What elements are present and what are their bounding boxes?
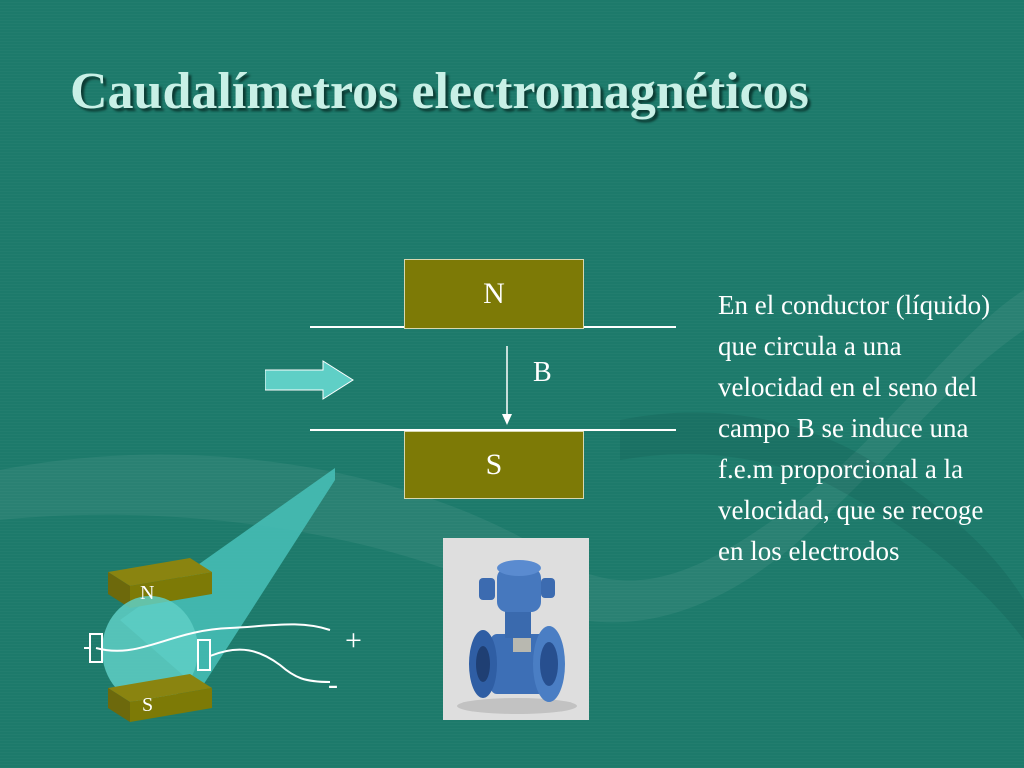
magnetic-field-arrow <box>502 346 512 425</box>
slide-title: Caudalímetros electromagnéticos <box>70 63 809 120</box>
negative-terminal-label: - <box>328 668 338 701</box>
flowmeter-photo <box>443 538 589 720</box>
magnet-north: N <box>404 259 584 329</box>
flow-direction-arrow <box>265 360 354 400</box>
magnet-north-label: N <box>483 277 505 310</box>
pipe-bottom-line <box>310 429 676 431</box>
schematic-south-label: S <box>142 694 154 716</box>
electrode-schematic <box>84 468 335 722</box>
schematic-north-label: N <box>140 582 155 604</box>
description-text: En el conductor (líquido) que circula a … <box>718 290 991 566</box>
magnetic-field-label: B <box>533 357 552 388</box>
positive-terminal-label: + <box>345 624 362 657</box>
magnet-south: S <box>404 431 584 499</box>
magnet-south-label: S <box>485 448 503 481</box>
